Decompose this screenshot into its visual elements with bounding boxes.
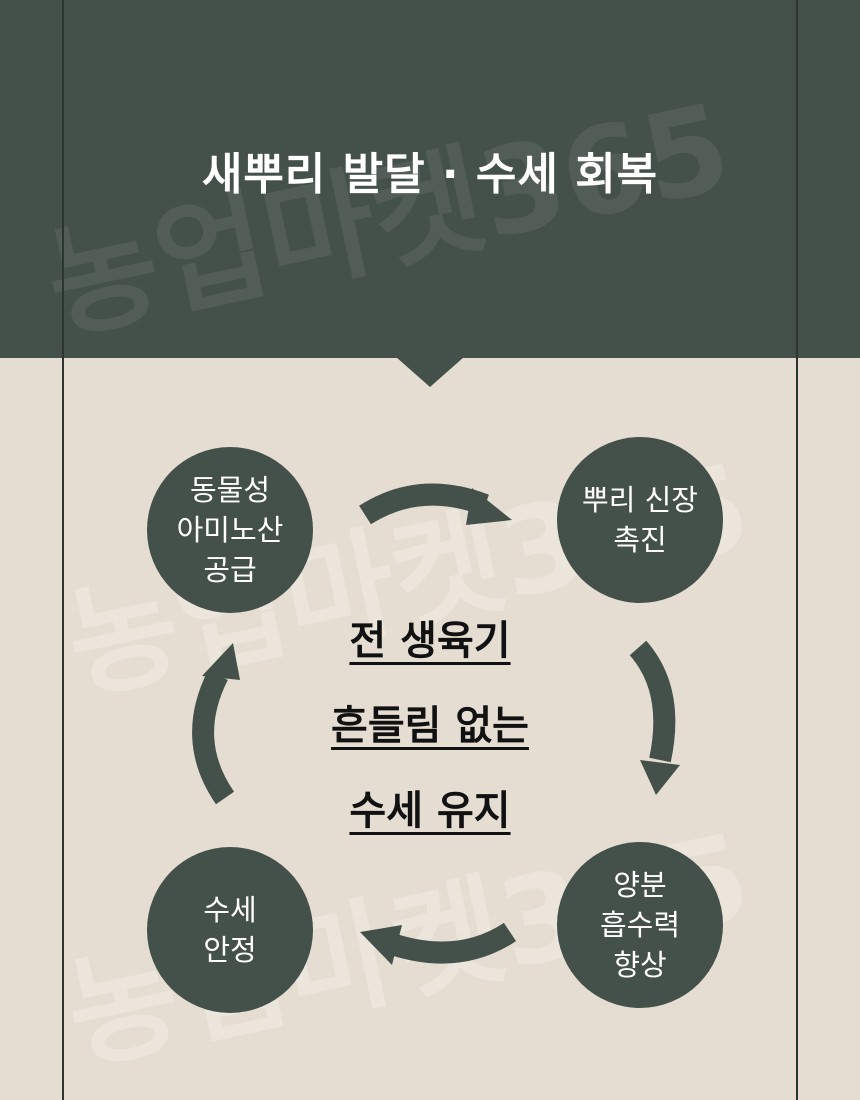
arrow-down-icon: [629, 640, 676, 763]
step-vigor-stability: 수세 안정: [147, 847, 313, 1013]
step-text: 양분: [613, 868, 667, 902]
border-line-right: [796, 0, 798, 1100]
center-text-line-1: 전 생육기: [349, 618, 511, 664]
border-line-left: [62, 0, 64, 1100]
step-nutrient-absorption: 양분 흡수력 향상: [557, 842, 723, 1008]
step-text: 촉진: [613, 523, 667, 557]
step-text: 아미노산: [176, 513, 284, 547]
arrow-up-icon: [192, 670, 235, 805]
step-text: 공급: [203, 553, 257, 587]
step-text: 동물성: [189, 473, 271, 507]
step-text: 흡수력: [599, 908, 681, 942]
step-text: 뿌리 신장: [582, 483, 698, 517]
center-text-line-3: 수세 유지: [349, 788, 511, 834]
step-text: 향상: [613, 948, 667, 982]
step-text: 안정: [203, 933, 257, 967]
arrow-right-icon: [359, 483, 489, 525]
page-title: 새뿌리 발달 · 수세 회복: [201, 149, 659, 200]
step-amino-acid-supply: 동물성 아미노산 공급: [147, 447, 313, 613]
step-text: 수세: [203, 893, 257, 927]
down-pointer: [396, 357, 464, 387]
center-text-line-2: 흔들림 없는: [331, 703, 529, 749]
arrow-left-icon: [391, 922, 517, 964]
step-root-growth: 뿌리 신장 촉진: [557, 437, 723, 603]
header-band: [0, 0, 860, 358]
